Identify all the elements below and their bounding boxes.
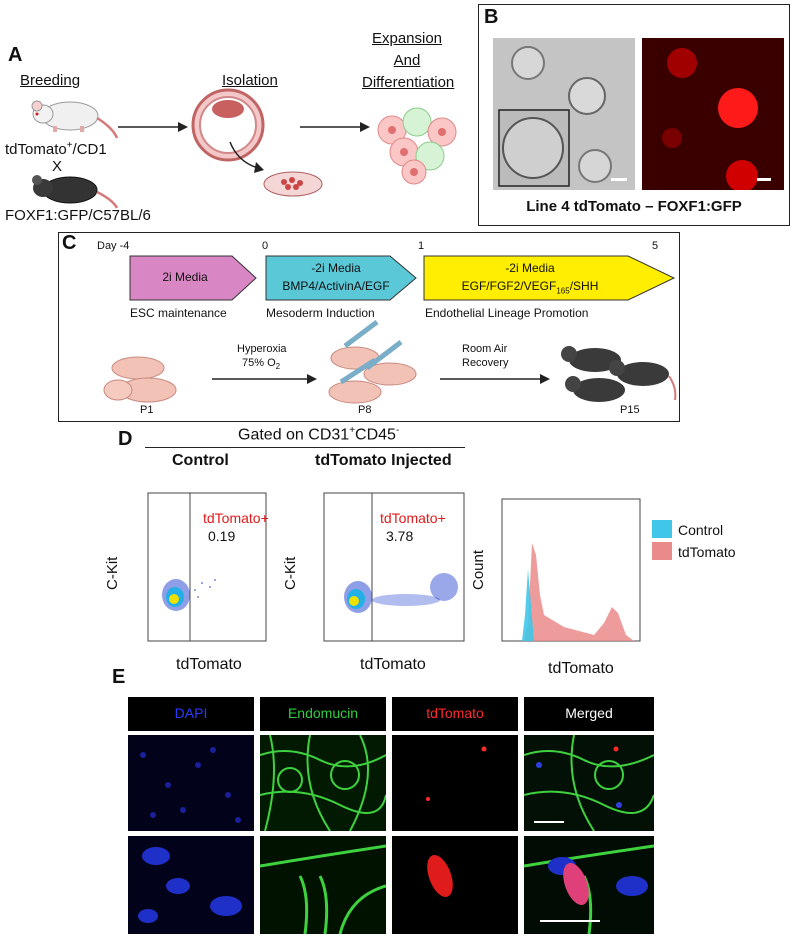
cells-illustration bbox=[377, 107, 457, 185]
header-dapi-label: DAPI bbox=[174, 705, 208, 721]
dapi-highmag-image bbox=[128, 836, 254, 934]
flow-plot-injected bbox=[323, 492, 465, 642]
arrow-right-icon bbox=[212, 374, 317, 384]
legend-swatch-control bbox=[652, 520, 672, 538]
brightfield-image bbox=[493, 38, 635, 190]
legend-swatch-tdtomato bbox=[652, 542, 672, 560]
day-label-2: 1 bbox=[418, 240, 425, 252]
hyperoxia-label: Hyperoxia bbox=[237, 343, 287, 355]
pups-p8-injection-illustration bbox=[328, 320, 417, 404]
plot1-ylabel: C-Kit bbox=[104, 556, 121, 590]
dapi-lowmag-image bbox=[128, 735, 254, 831]
black-mouse-illustration bbox=[32, 175, 119, 209]
plot1-value: 0.19 bbox=[208, 528, 236, 544]
day-label-0: Day -4 bbox=[97, 240, 130, 252]
pups-p1-illustration bbox=[103, 356, 177, 403]
endomucin-highmag-image bbox=[260, 836, 386, 934]
p1-label: P1 bbox=[140, 404, 154, 416]
gated-label: Gated on CD31+CD45- bbox=[238, 425, 400, 444]
stage-1-label: ESC maintenance bbox=[130, 306, 227, 320]
panel-letter-e: E bbox=[112, 666, 126, 688]
expansion-label: Expansion And Differentiation bbox=[362, 30, 455, 91]
plot1-gate-label: tdTomato+ bbox=[203, 510, 269, 526]
recovery-label-2: Recovery bbox=[462, 357, 509, 369]
panel-letter-c: C bbox=[62, 232, 77, 254]
flow-plot-control bbox=[147, 492, 267, 642]
header-tdtomato-label: tdTomato bbox=[426, 705, 484, 721]
isolation-label: Isolation bbox=[222, 72, 278, 89]
plot2-xlabel: tdTomato bbox=[360, 656, 426, 673]
header-tdtomato bbox=[392, 697, 518, 731]
legend-label-tdtomato: tdTomato bbox=[678, 544, 736, 560]
panel-b-caption: Line 4 tdTomato – FOXF1:GFP bbox=[526, 198, 742, 215]
panel-b-frame bbox=[478, 4, 790, 226]
header-dapi bbox=[128, 697, 254, 731]
petri-dish-illustration bbox=[263, 171, 323, 197]
arrow-right-icon bbox=[300, 122, 370, 132]
header-endomucin-label: Endomucin bbox=[287, 705, 359, 721]
histogram-plot bbox=[501, 498, 641, 642]
header-merged-label: Merged bbox=[565, 705, 613, 721]
fluorescence-image bbox=[642, 38, 784, 190]
merged-highmag-image bbox=[524, 836, 654, 934]
white-mouse-illustration bbox=[31, 100, 119, 139]
panel-letter-a: A bbox=[8, 44, 23, 66]
timeline-arrows bbox=[129, 255, 676, 301]
plot1-xlabel: tdTomato bbox=[176, 656, 242, 673]
arrow-curve-icon bbox=[229, 141, 264, 173]
hist-ylabel: Count bbox=[470, 549, 487, 590]
legend-label-control: Control bbox=[678, 522, 724, 538]
arrow-right-icon bbox=[440, 374, 550, 384]
plot2-value: 3.78 bbox=[386, 528, 414, 544]
adult-mice-p15-illustration bbox=[561, 346, 677, 402]
plot2-gate-label: tdTomato+ bbox=[380, 510, 446, 526]
plot2-title: tdTomato Injected bbox=[315, 452, 452, 469]
gated-underline bbox=[145, 447, 465, 448]
p8-label: P8 bbox=[358, 404, 372, 416]
day-label-1: 0 bbox=[262, 240, 269, 252]
hist-xlabel: tdTomato bbox=[548, 660, 614, 677]
stage-1-text: 2i Media bbox=[162, 270, 208, 284]
merged-lowmag-image bbox=[524, 735, 654, 831]
blastocyst-illustration bbox=[191, 88, 265, 162]
panel-letter-d: D bbox=[118, 428, 133, 450]
header-endomucin bbox=[260, 697, 386, 731]
plot2-ylabel: C-Kit bbox=[282, 556, 299, 590]
arrow-right-icon bbox=[118, 122, 188, 132]
stage-3-text: -2i Media EGF/FGF2/VEGF165/SHH bbox=[461, 261, 599, 296]
panel-c-frame bbox=[58, 232, 680, 422]
tdtomato-lowmag-image bbox=[392, 735, 518, 831]
stage-3-label: Endothelial Lineage Promotion bbox=[425, 306, 589, 320]
recovery-label-1: Room Air bbox=[462, 343, 508, 355]
plot1-title: Control bbox=[172, 452, 229, 469]
p15-label: P15 bbox=[620, 404, 640, 416]
endomucin-lowmag-image bbox=[260, 735, 386, 831]
stage-2-label: Mesoderm Induction bbox=[266, 306, 375, 320]
mouse1-label: tdTomato+/CD1 bbox=[5, 140, 107, 158]
breeding-label: Breeding bbox=[20, 72, 81, 89]
o2-label: 75% O2 bbox=[242, 357, 281, 372]
panel-letter-b: B bbox=[484, 6, 499, 28]
header-merged bbox=[524, 697, 654, 731]
mouse2-label: FOXF1:GFP/C57BL/6 bbox=[5, 207, 151, 224]
cross-label: X bbox=[52, 158, 63, 175]
day-label-3: 5 bbox=[652, 240, 659, 252]
tdtomato-highmag-image bbox=[392, 836, 518, 934]
